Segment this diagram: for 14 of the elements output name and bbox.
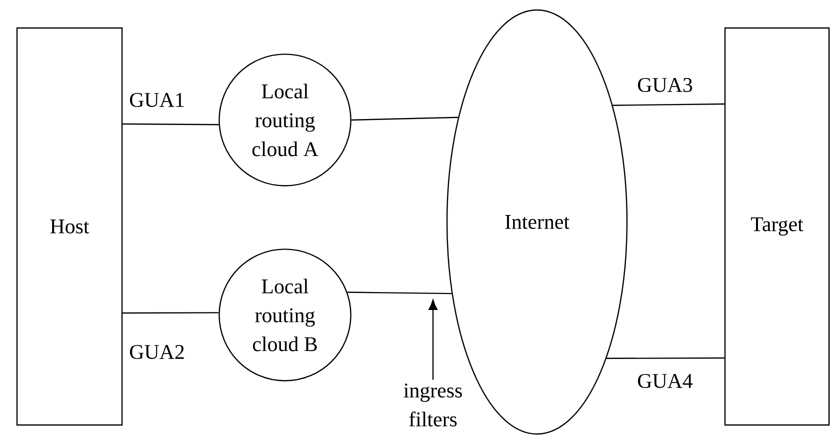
- edge-label: GUA1: [128, 92, 186, 108]
- connector-line: [122, 123, 219, 126]
- connector-line: [612, 103, 724, 106]
- connector-line: [351, 116, 458, 121]
- edge-label: GUA3: [636, 76, 694, 94]
- host-box: Host: [16, 27, 123, 426]
- arrow: [428, 300, 438, 380]
- target-box: Target: [724, 27, 830, 426]
- ingress-filters-label: ingress filters: [404, 384, 462, 426]
- connector-line: [606, 357, 724, 359]
- edge-label: GUA2: [128, 344, 186, 360]
- connector-line: [347, 292, 452, 294]
- edge-label: GUA4: [636, 372, 694, 390]
- connector-line: [122, 312, 219, 314]
